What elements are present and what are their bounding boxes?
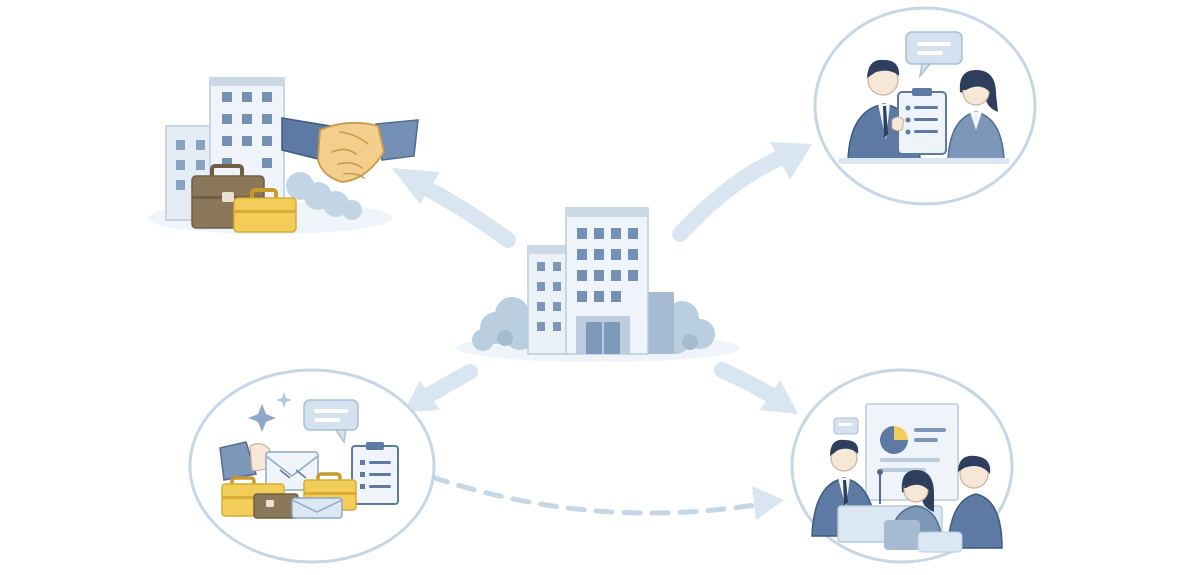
- consultation-meeting-icon: [813, 6, 1037, 206]
- documents-and-briefcases-icon: [188, 368, 436, 564]
- arrow-to-partnership: [392, 168, 516, 248]
- office-building-icon: [456, 207, 740, 362]
- handshake-icon: [148, 77, 419, 234]
- presentation-meeting-icon: [790, 368, 1014, 564]
- arrow-to-presentation: [714, 362, 798, 414]
- dashed-arrow-documents-to-presentation: [429, 474, 784, 520]
- arrow-to-consultation: [672, 142, 812, 242]
- arrow-to-documents: [404, 364, 478, 412]
- arrows: [392, 142, 812, 520]
